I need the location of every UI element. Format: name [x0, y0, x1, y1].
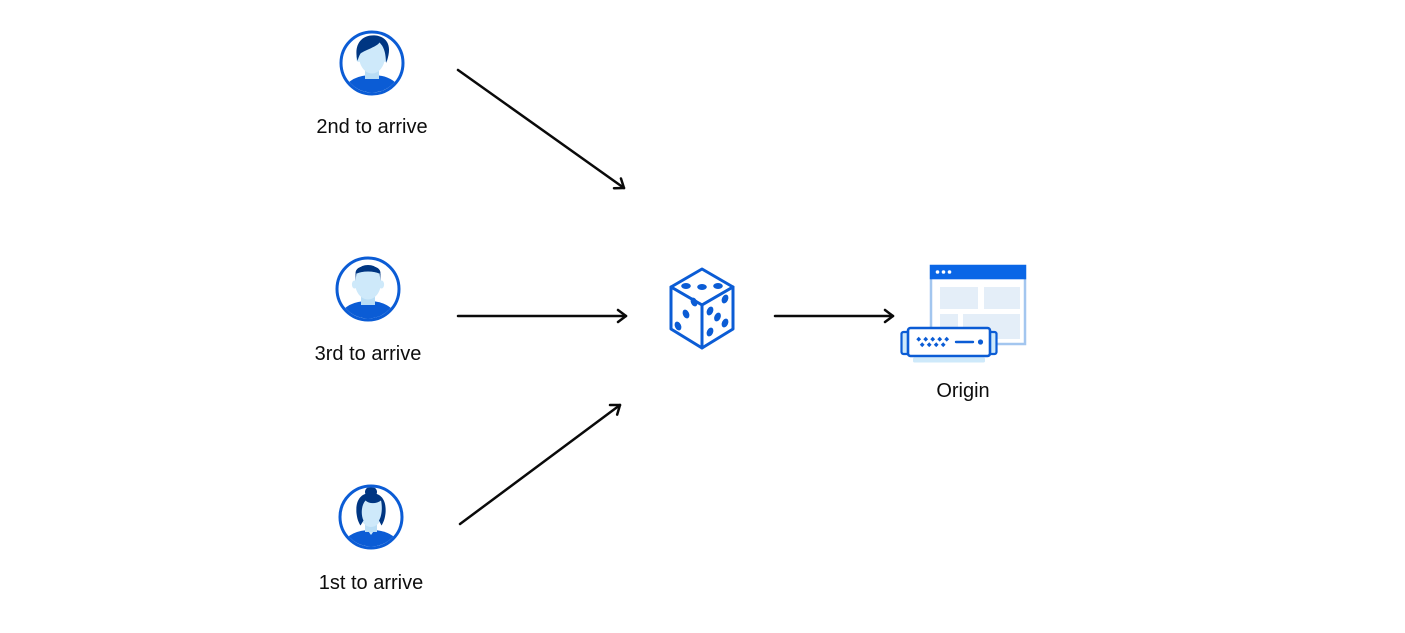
- user-male-flattop-avatar-icon: [335, 256, 401, 322]
- node-visitor-3rd: 3rd to arrive: [293, 256, 443, 367]
- dice-icon: [667, 266, 737, 352]
- arrow-visitor-top-to-dice: [456, 68, 626, 190]
- node-label: 3rd to arrive: [314, 343, 422, 365]
- node-origin: Origin: [888, 262, 1038, 404]
- node-label: Origin: [936, 380, 990, 402]
- node-label: 1st to arrive: [318, 572, 424, 594]
- node-visitor-1st: 1st to arrive: [296, 484, 446, 596]
- node-visitor-2nd: 2nd to arrive: [297, 30, 447, 140]
- arrow-visitor-bottom-to-dice: [458, 403, 622, 526]
- user-male-swept-hair-avatar-icon: [339, 30, 405, 96]
- browser-window-with-server-icon: [898, 262, 1028, 366]
- node-label: 2nd to arrive: [316, 116, 428, 138]
- user-female-bun-avatar-icon: [338, 484, 404, 550]
